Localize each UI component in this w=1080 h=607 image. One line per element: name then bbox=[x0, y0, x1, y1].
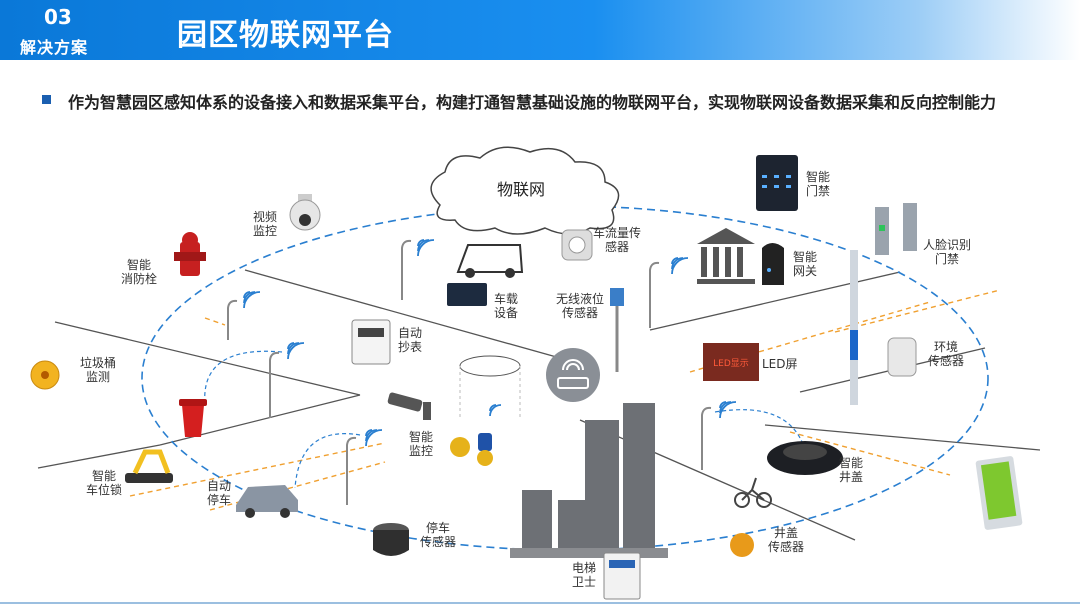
meter-icon bbox=[351, 319, 391, 365]
dome-camera-icon bbox=[289, 194, 321, 231]
label-hydrant: 智能 消防栓 bbox=[121, 258, 158, 286]
net-frame-icon bbox=[459, 355, 521, 420]
turnstile-icon bbox=[875, 203, 917, 255]
manhole-cover-icon bbox=[767, 441, 843, 475]
van-icon bbox=[456, 244, 524, 278]
label-traffic: 车流量传 感器 bbox=[593, 226, 642, 254]
label-liquid: 无线液位 传感器 bbox=[556, 292, 605, 320]
led-screen-icon: LED显示 bbox=[703, 343, 759, 381]
car-icon bbox=[236, 485, 298, 518]
billboard-icon bbox=[975, 456, 1023, 530]
road-lines bbox=[37, 269, 1041, 541]
header-bar: 03 解决方案 园区物联网平台 bbox=[0, 0, 1080, 60]
bottom-divider bbox=[0, 602, 1080, 604]
label-gateway: 智能 网关 bbox=[793, 250, 818, 278]
buildings-icon bbox=[510, 403, 668, 558]
label-face: 人脸识别 门禁 bbox=[923, 238, 972, 266]
label-smart-monitor: 智能 监控 bbox=[409, 430, 434, 458]
label-manhole-sensor: 井盖 传感器 bbox=[768, 526, 805, 554]
label-parking-lock: 智能 车位锁 bbox=[86, 469, 123, 497]
bicycle-icon bbox=[734, 477, 772, 508]
traffic-sensor-icon bbox=[561, 229, 593, 261]
section-name: 解决方案 bbox=[20, 38, 89, 57]
label-parking-sensor: 停车 传感器 bbox=[420, 521, 457, 549]
parking-lock-icon bbox=[125, 449, 173, 483]
wifi-icons bbox=[243, 239, 737, 447]
street-lights bbox=[227, 239, 712, 505]
label-led: LED屏 bbox=[762, 357, 798, 371]
label-trash: 垃圾桶 监测 bbox=[80, 356, 117, 384]
sensor-pair-icon bbox=[450, 433, 493, 466]
trash-sensor-icon bbox=[30, 360, 60, 390]
cloud-icon bbox=[430, 146, 620, 235]
connection-arcs bbox=[204, 350, 806, 489]
router-icon bbox=[546, 348, 600, 402]
access-keypad-icon bbox=[756, 155, 798, 211]
label-vehicle: 车载 设备 bbox=[494, 292, 519, 320]
trash-can-icon bbox=[179, 399, 207, 437]
label-access: 智能 门禁 bbox=[806, 170, 831, 198]
label-meter: 自动 抄表 bbox=[398, 326, 423, 354]
description-text: 作为智慧园区感知体系的设备接入和数据采集平台，构建打通智慧基础设施的物联网平台，… bbox=[68, 93, 997, 112]
parking-sensor-icon bbox=[373, 523, 409, 556]
label-elevator: 电梯 卫士 bbox=[572, 561, 597, 589]
vehicle-device-icon bbox=[447, 283, 487, 306]
label-video: 视频 监控 bbox=[253, 210, 278, 238]
label-manhole: 智能 井盖 bbox=[839, 456, 864, 484]
label-auto-park: 自动 停车 bbox=[207, 479, 232, 507]
liquid-sensor-icon bbox=[610, 288, 624, 372]
bullet-icon bbox=[42, 95, 51, 104]
led-screen-text: LED显示 bbox=[713, 358, 749, 369]
cloud-label: 物联网 bbox=[497, 180, 546, 199]
label-env: 环境 传感器 bbox=[928, 340, 965, 368]
smart-pole-icon bbox=[850, 250, 858, 405]
env-sensor-icon bbox=[887, 337, 917, 377]
elevator-guard-icon bbox=[603, 552, 641, 600]
gateway-device-icon bbox=[762, 243, 784, 285]
fire-hydrant-icon bbox=[174, 232, 206, 276]
manhole-sensor-icon bbox=[730, 533, 754, 557]
page-title: 园区物联网平台 bbox=[177, 18, 394, 53]
bank-building-icon bbox=[697, 228, 755, 284]
section-number: 03 bbox=[44, 5, 72, 29]
security-camera-icon bbox=[387, 392, 431, 420]
